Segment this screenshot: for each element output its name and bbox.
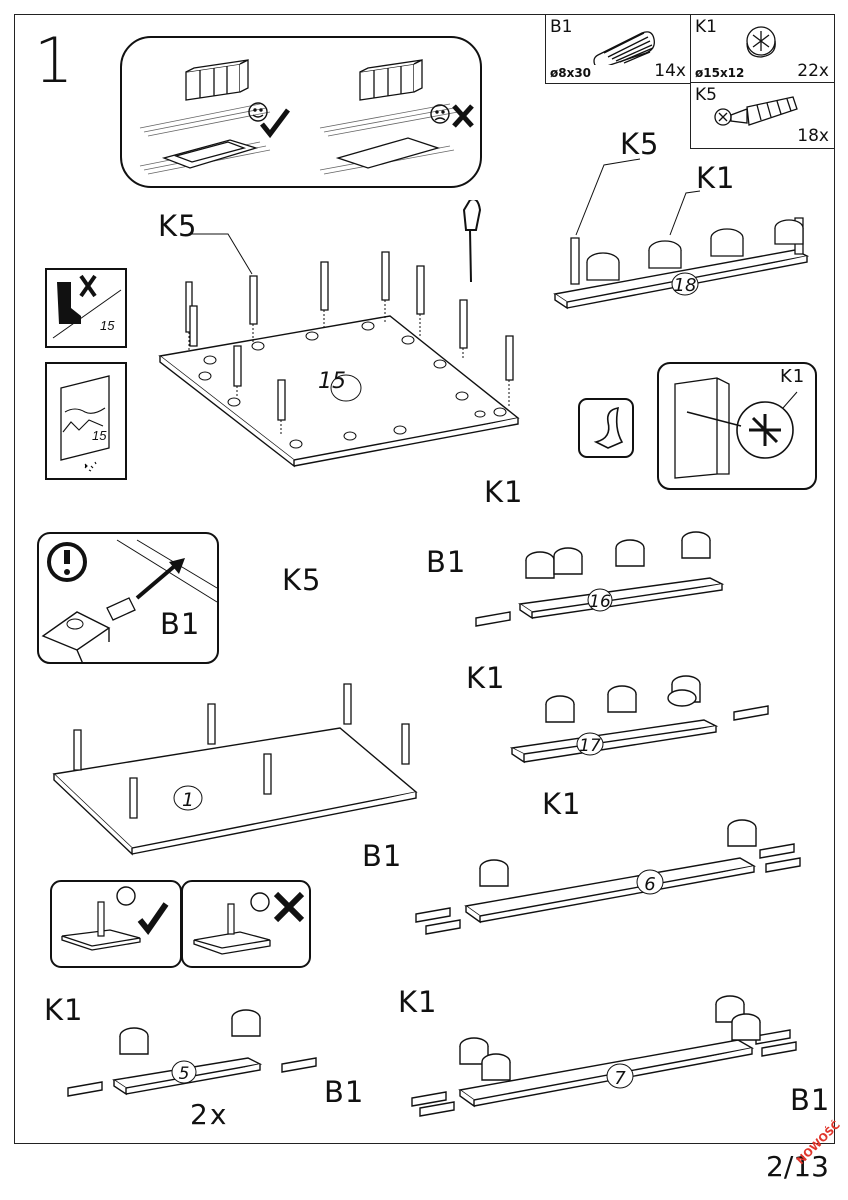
dowel-warning-box: [37, 532, 219, 664]
callout-b1-p7: B1: [790, 1083, 831, 1117]
parts-table: B1 ø8x30 14x K1 ø15x12 22x K5: [545, 14, 835, 149]
panel-5-drawing: 5: [67, 1009, 317, 1097]
part-cell-b1: B1 ø8x30 14x: [545, 14, 692, 84]
page-frame: [14, 14, 835, 1144]
callout-k5-side: K5: [620, 127, 660, 161]
smile-icon: [248, 102, 268, 122]
panel-15-drawing: 15: [158, 200, 520, 468]
screwdriver-icon: [462, 200, 482, 283]
callout-k1-detail: K1: [780, 366, 806, 387]
part-quantity: 14x: [654, 61, 686, 81]
no-standing-warning: [45, 268, 127, 348]
part-code: K1: [695, 17, 717, 37]
surface-instruction-box: [120, 36, 482, 188]
part-cell-k5: K5 18x: [690, 82, 835, 149]
callout-k1-p16: K1: [484, 475, 524, 509]
panel-17-drawing: 17: [510, 675, 769, 764]
panel-label: 7: [614, 1068, 626, 1089]
page-number: 2/13: [766, 1150, 829, 1183]
panel-label: 15: [318, 369, 346, 394]
callout-k1-p7: K1: [398, 985, 438, 1019]
callout-b1-p5: B1: [324, 1075, 365, 1109]
panel-18-drawing: 18: [553, 217, 810, 310]
k1-detail-box: [657, 362, 817, 490]
part-code: K5: [695, 85, 717, 105]
check-icon: [260, 108, 290, 139]
step-number: 1: [34, 24, 74, 97]
warn-glass-panel: 15: [92, 428, 107, 443]
part-cell-k1: K1 ø15x12 22x: [690, 14, 835, 84]
panel-label: 6: [644, 874, 655, 895]
panel-1-drawing: 1: [52, 683, 418, 856]
part-dimension: ø8x30: [550, 66, 592, 80]
cam-lock-icon: [746, 26, 776, 58]
rotate-hint-icon: [578, 398, 634, 458]
frown-icon: [430, 104, 450, 124]
cam-bolt-icon: [714, 96, 798, 126]
part-code: B1: [550, 17, 573, 37]
warn-floor-panel: 15: [100, 318, 115, 333]
callout-k5-p1: K5: [282, 563, 322, 597]
panel-label: 16: [589, 592, 611, 612]
boot-icon: [57, 282, 81, 324]
callout-b1-warning: B1: [160, 607, 201, 641]
part-dimension: ø15x12: [695, 66, 745, 80]
dowel-icon: [593, 31, 655, 65]
panel-7-drawing: 7: [411, 995, 797, 1117]
part-quantity: 18x: [797, 126, 829, 146]
callout-k5-main: K5: [158, 209, 198, 243]
panel-label: 18: [674, 275, 697, 296]
panel-label: 1: [182, 789, 194, 811]
callout-k1-p5: K1: [44, 993, 84, 1027]
callout-k1-p6: K1: [542, 787, 582, 821]
panel-6-drawing: 6: [415, 819, 801, 935]
callout-k1-p17: K1: [466, 661, 506, 695]
panel-label: 5: [179, 1064, 190, 1084]
part-quantity: 22x: [797, 61, 829, 81]
cross-icon: [452, 104, 474, 128]
panel-label: 17: [579, 736, 601, 756]
bolt-depth-comparison: [50, 880, 311, 968]
panel-16-drawing: 16: [475, 531, 725, 627]
callout-b1-p16: B1: [426, 545, 467, 579]
panel-5-quantity: 2x: [190, 1098, 229, 1131]
callout-b1-p6: B1: [362, 839, 403, 873]
fragile-warning: [45, 362, 127, 480]
callout-k1-side: K1: [696, 161, 736, 195]
